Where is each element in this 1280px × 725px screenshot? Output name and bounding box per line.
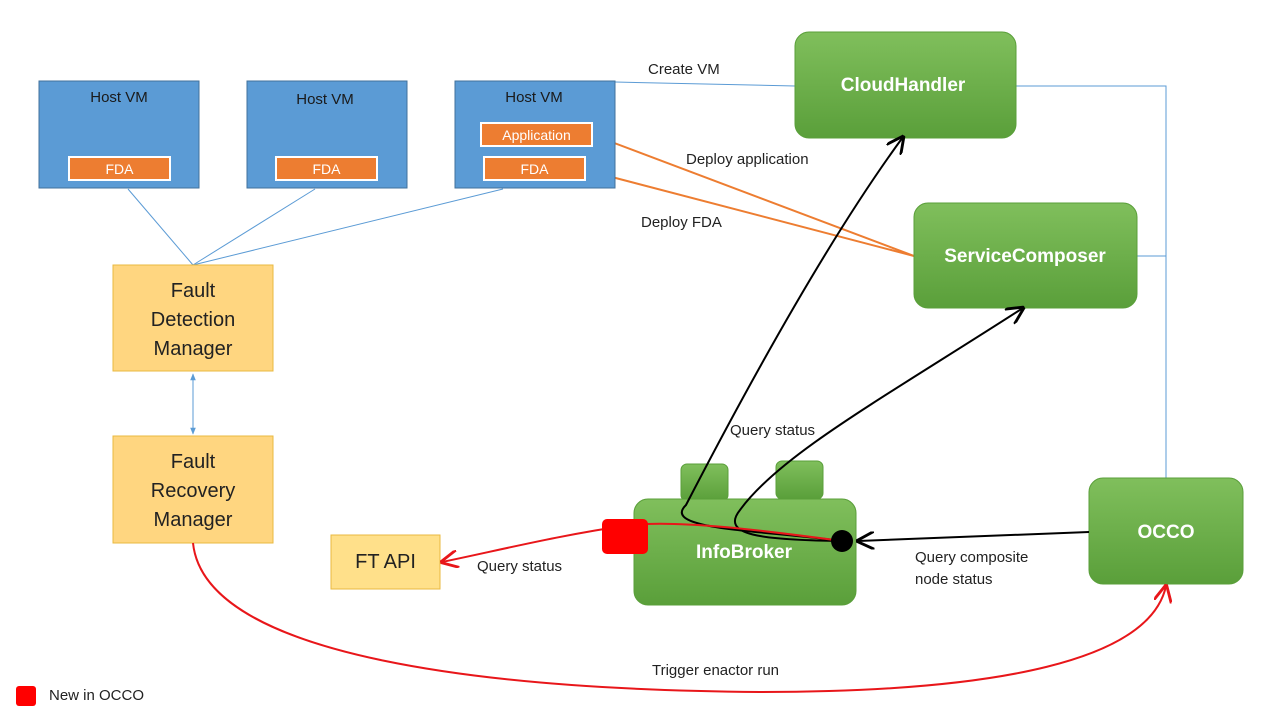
host-vm-2: Host VM FDA [246,80,408,189]
host-vm-1-title: Host VM [90,89,148,106]
create-vm-label: Create VM [648,61,720,78]
host-vm-1-fda-tag [68,156,171,181]
occo-label: OCCO [1138,522,1195,543]
deploy-application-label: Deploy application [686,151,809,168]
fault-recovery-manager: Fault Recovery Manager [112,435,274,544]
black-connectors [680,137,1090,542]
vm2-to-fdm-line [192,188,316,266]
frm-line-2: Recovery [151,480,235,502]
fault-detection-manager: Fault Detection Manager [112,264,274,372]
occo-box: OCCO [1088,477,1244,585]
frm-line-1: Fault [171,451,216,473]
host-vm-3-fda-label: FDA [521,161,550,177]
host-vm-2-title: Host VM [296,91,354,108]
create-vm-line [614,81,796,87]
query-status-upper-label: Query status [730,422,815,439]
query-composite-label-2: node status [915,571,993,588]
servicecomposer-box: ServiceComposer [913,202,1138,309]
query-status-lower-label: Query status [477,558,562,575]
fdm-line-3: Manager [154,338,233,360]
query-servicecomposer-line [733,308,1023,542]
host-vm-3: Host VM Application FDA [454,80,616,189]
legend-label: New in OCCO [49,687,144,704]
vm3-to-fdm-line [192,188,504,266]
new-feature-marker [602,519,648,554]
query-composite-label-1: Query composite [915,549,1028,566]
frm-line-3: Manager [154,509,233,531]
host-vm-3-title: Host VM [505,89,563,106]
legend: New in OCCO [16,686,144,706]
trigger-enactor-line [192,542,1166,694]
cloudhandler-label: CloudHandler [841,75,966,96]
host-vm-2-fda-tag [275,156,378,181]
deploy-fda-label: Deploy FDA [641,214,722,231]
ft-api-label: FT API [355,551,416,573]
infobroker-label: InfoBroker [696,542,793,563]
servicecomposer-label: ServiceComposer [944,246,1106,267]
host-vm-3-application-tag [480,122,593,147]
trigger-enactor-label: Trigger enactor run [652,662,779,679]
fdm-line-1: Fault [171,280,216,302]
deploy-fda-line [584,169,915,257]
host-vm-1: Host VM FDA [38,80,200,189]
host-vm-3-application-label: Application [502,127,571,143]
query-cloudhandler-line [680,137,903,542]
legend-swatch [16,686,36,706]
occo-to-infobroker-line [858,531,1090,541]
cloudhandler-to-occo-line [1016,85,1167,478]
blue-connectors [127,81,1167,478]
ft-api-box: FT API [330,534,441,590]
host-vm-2-fda-label: FDA [313,161,342,177]
fdm-line-2: Detection [151,309,236,331]
deploy-application-line [592,134,915,257]
vm1-to-fdm-line [127,188,194,266]
orange-connectors [584,134,915,257]
host-vm-3-fda-tag [483,156,586,181]
cloudhandler-box: CloudHandler [794,31,1017,139]
infobroker-connector-dot [831,530,853,552]
host-vm-1-fda-label: FDA [106,161,135,177]
